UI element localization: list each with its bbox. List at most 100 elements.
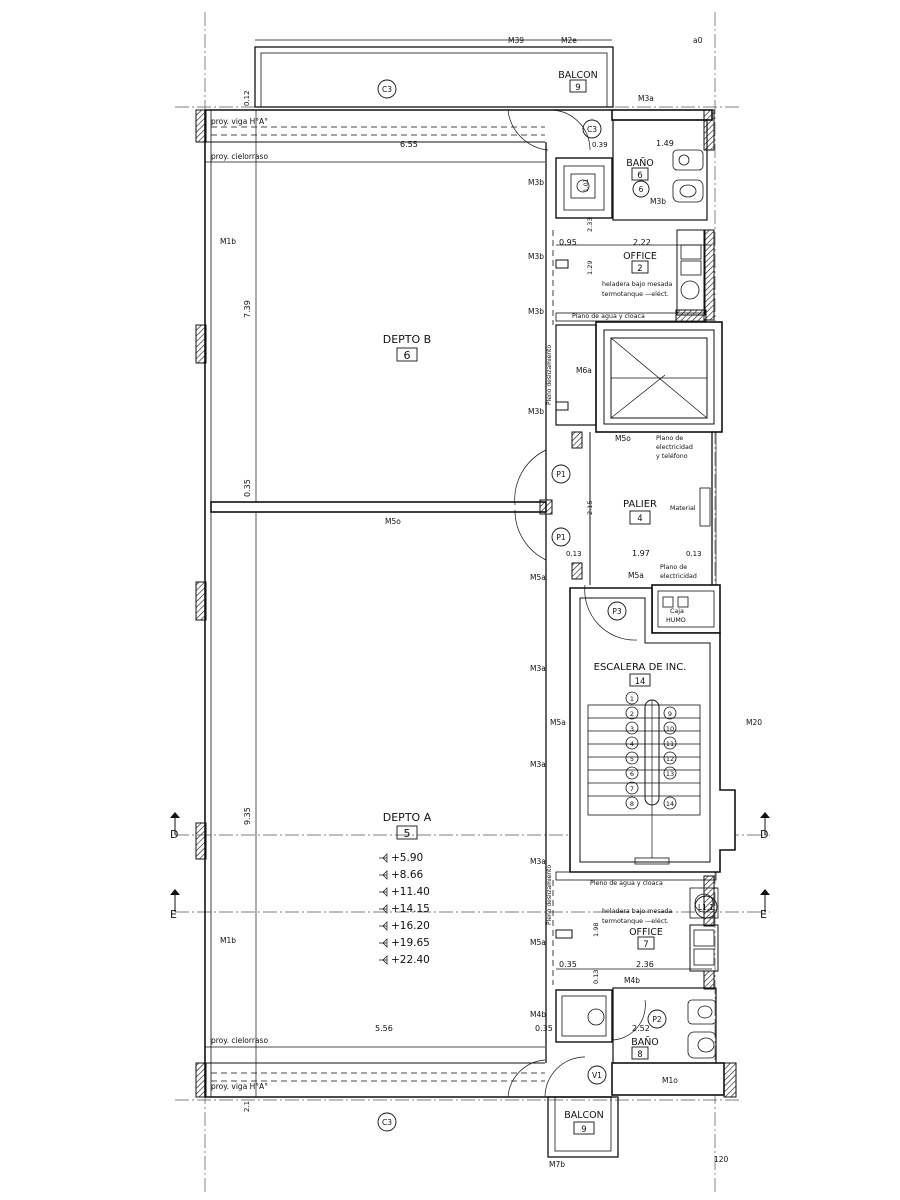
room-depto-a-num: 5	[404, 827, 411, 840]
room-depto-b-num: 6	[404, 349, 411, 362]
tag-m1b-bottom: M1b	[220, 936, 236, 945]
note-heladera-top-2: termotanque —eléct.	[602, 290, 669, 298]
symbol-l11: L1.1	[698, 903, 714, 912]
dim-215: 2.15	[586, 501, 594, 515]
room-palier-name: PALIER	[623, 499, 657, 510]
note-proy-viga-top: proy. viga H°A°	[211, 117, 268, 126]
tag-m5o-mid: M5o	[385, 517, 401, 526]
dim-012: 0.12	[243, 90, 251, 106]
dim-935: 9.35	[243, 807, 252, 825]
symbol-p1-b: P1	[556, 533, 566, 542]
symbol-p3: P3	[612, 607, 622, 616]
tag-m3b-2: M3b	[650, 197, 666, 206]
stair-treads	[587, 699, 701, 865]
room-office-top-num: 2	[637, 264, 642, 274]
tag-m5a-3: M5a	[550, 718, 566, 727]
note-proy-cielorraso-bottom: proy. cielorraso	[211, 1036, 268, 1045]
tag-m3a-top: M3a	[638, 94, 654, 103]
note-caja-2: HUMO	[666, 617, 686, 624]
note-plano-agua-bottom: Pleno de agua y cloaca	[590, 880, 663, 887]
tag-m6a: M6a	[576, 366, 592, 375]
note-pleno-deslizamiento-bottom: Pleno deslizamiento	[546, 864, 553, 925]
section-markers	[170, 812, 770, 912]
dim-101: 1.01	[583, 178, 590, 192]
room-escalera-num: 14	[635, 677, 646, 687]
level-1: +5.90	[391, 852, 423, 864]
stair-num-12: 12	[666, 755, 674, 763]
dim-236: 2.36	[636, 960, 654, 969]
level-6: +19.65	[391, 937, 430, 949]
note-heladera-top-1: heladera bajo mesada	[602, 281, 672, 288]
dim-095: 0.95	[559, 238, 577, 247]
tag-m1o: M1o	[662, 1076, 678, 1085]
note-proy-viga-bottom: proy. viga H°A°	[211, 1082, 268, 1091]
stair-num-4: 4	[630, 740, 634, 748]
room-office-bottom-num: 7	[643, 940, 648, 950]
stair-num-11: 11	[666, 740, 674, 748]
stair-num-8: 8	[630, 800, 634, 808]
room-office-top-name: OFFICE	[623, 251, 657, 262]
stair-num-2: 2	[630, 710, 634, 718]
symbol-p1-a: P1	[556, 470, 566, 479]
tag-axis-120: 120	[714, 1155, 729, 1164]
circle-symbols	[377, 79, 718, 1132]
tag-section-d-right: D	[760, 828, 768, 841]
dim-013c: 0.13	[592, 970, 600, 984]
stair-number-circles	[625, 691, 677, 810]
note-plano-elec-b-2: electricidad	[660, 573, 697, 580]
room-palier-num: 4	[637, 514, 642, 524]
tag-m3b-4: M3b	[528, 307, 544, 316]
note-heladera-bot-2: termotanque —eléct.	[602, 917, 669, 925]
tag-m39: M39	[508, 36, 524, 45]
tag-m1b-top: M1b	[220, 237, 236, 246]
room-office-bottom-name: OFFICE	[629, 927, 663, 938]
dim-197: 1.97	[632, 549, 650, 558]
level-3: +11.40	[391, 886, 430, 898]
symbol-labels: C3 C3 C3 P1 P1 P3 P2 V1 L1.1 6	[382, 85, 714, 1127]
stair-num-1: 1	[630, 695, 634, 703]
dim-556: 5.56	[375, 1024, 393, 1033]
dim-035-v: 0.35	[243, 479, 252, 497]
note-plano-agua-top: Plano de agua y cloaca	[572, 313, 645, 320]
tag-m5a-1: M5a	[530, 573, 546, 582]
stair-num-9: 9	[668, 710, 672, 718]
stair-num-3: 3	[630, 725, 634, 733]
symbol-bano-top: 6	[639, 185, 644, 194]
dim-655: 6.55	[400, 140, 418, 149]
dim-21: 2.1	[243, 1101, 251, 1112]
tag-m3a-1: M3a	[530, 664, 546, 673]
tag-section-e-right: E	[760, 908, 767, 921]
room-balcon-bottom-num: 9	[581, 1125, 586, 1135]
stair-num-14: 14	[666, 800, 674, 808]
stair-num-7: 7	[630, 785, 634, 793]
tag-labels: M39 M2e M3a M1b M1b M3b M3b M3b M3b M3b …	[170, 36, 768, 1169]
tag-m5a-4: M5a	[530, 938, 546, 947]
dim-198: 1.98	[592, 923, 600, 937]
tag-m3b-1: M3b	[528, 178, 544, 187]
level-7: +22.40	[391, 954, 430, 966]
note-pleno-deslizamiento-top: Pleno deslizamiento	[546, 344, 553, 405]
room-depto-a-name: DEPTO A	[383, 811, 432, 824]
stair-num-6: 6	[630, 770, 634, 778]
tag-m3a-3: M3a	[530, 857, 546, 866]
note-plano-elec-1: Plano de	[656, 435, 683, 442]
dimension-labels: 6.55 5.56 7.39 9.35 0.35 1.49 0.39 0.95 …	[243, 90, 702, 1112]
room-depto-b-name: DEPTO B	[383, 333, 431, 346]
level-markers	[379, 853, 388, 965]
tag-m7b: M7b	[549, 1160, 565, 1169]
room-balcon-bottom-name: BALCON	[564, 1110, 604, 1121]
room-bano-bottom-num: 8	[637, 1050, 642, 1060]
note-proy-cielorraso-top: proy. cielorraso	[211, 152, 268, 161]
dim-035b: 0.35	[535, 1024, 553, 1033]
dim-013a: 0.13	[566, 550, 582, 558]
room-bano-bottom-name: BAÑO	[631, 1037, 659, 1048]
stair-numbers: 1 2 3 4 5 6 7 8 9 10 11 12 13 14	[630, 695, 674, 808]
level-5: +16.20	[391, 920, 430, 932]
note-labels: proy. viga H°A° proy. viga H°A° proy. ci…	[211, 117, 697, 1091]
dim-739: 7.39	[243, 300, 252, 318]
tag-m4b-2: M4b	[530, 1010, 546, 1019]
balcony-top	[254, 39, 614, 108]
room-escalera-name: ESCALERA DE INC.	[594, 662, 687, 673]
symbol-v1: V1	[592, 1071, 602, 1080]
